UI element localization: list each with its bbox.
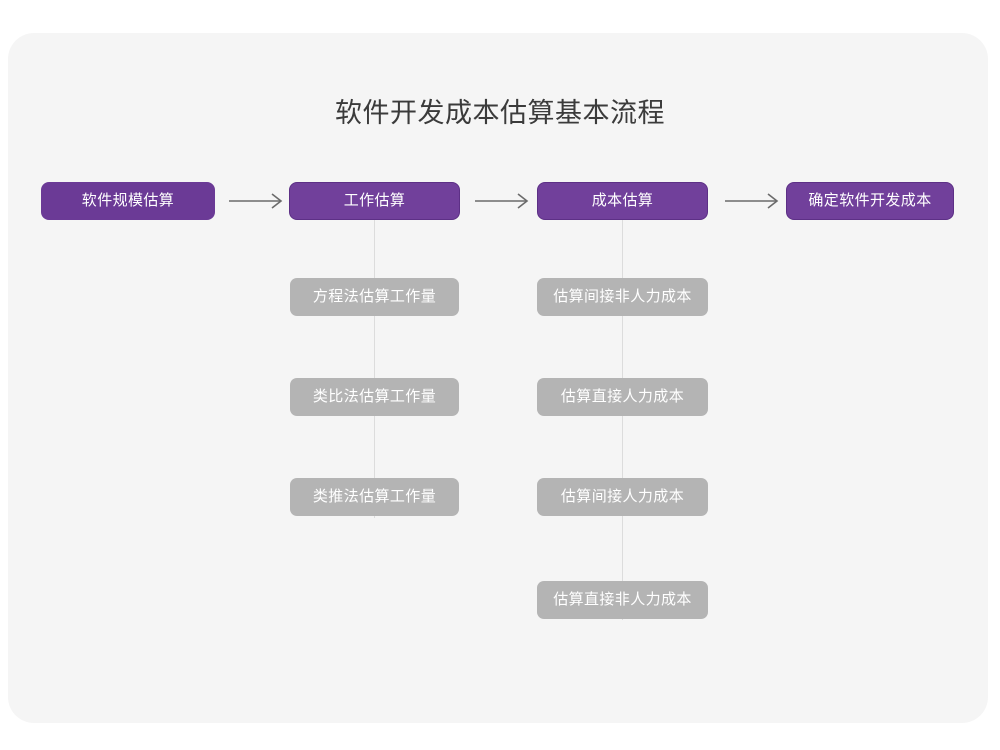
stage-node-software-scale-estimation[interactable]: 软件规模估算 [41, 182, 215, 220]
card-background [8, 33, 988, 723]
substep-node-analogy-method-effort[interactable]: 类比法估算工作量 [290, 378, 459, 416]
substep-node-label: 类推法估算工作量 [312, 488, 437, 505]
substep-node-indirect-nonlabor-cost[interactable]: 估算间接非人力成本 [537, 278, 708, 316]
substep-node-label: 估算直接非人力成本 [553, 591, 692, 608]
stage-node-cost-estimation[interactable]: 成本估算 [537, 182, 708, 220]
stage-node-effort-estimation[interactable]: 工作估算 [289, 182, 460, 220]
arrow-stage-3-to-4 [722, 189, 784, 213]
substep-node-direct-labor-cost[interactable]: 估算直接人力成本 [537, 378, 708, 416]
substep-node-label: 估算间接人力成本 [560, 488, 685, 505]
connector-line-stage-3 [622, 218, 623, 620]
substep-node-direct-nonlabor-cost[interactable]: 估算直接非人力成本 [537, 581, 708, 619]
stage-node-label: 成本估算 [591, 192, 654, 209]
connector-line-stage-2 [374, 218, 375, 518]
arrow-stage-1-to-2 [226, 189, 288, 213]
substep-node-label: 估算直接人力成本 [560, 388, 685, 405]
substep-node-indirect-labor-cost[interactable]: 估算间接人力成本 [537, 478, 708, 516]
page-title: 软件开发成本估算基本流程 [335, 98, 665, 128]
arrow-stage-2-to-3 [472, 189, 534, 213]
stage-node-determine-development-cost[interactable]: 确定软件开发成本 [786, 182, 954, 220]
substep-node-label: 类比法估算工作量 [312, 388, 437, 405]
substep-node-equation-method-effort[interactable]: 方程法估算工作量 [290, 278, 459, 316]
stage-node-label: 工作估算 [343, 192, 406, 209]
substep-node-inference-method-effort[interactable]: 类推法估算工作量 [290, 478, 459, 516]
substep-node-label: 方程法估算工作量 [312, 288, 437, 305]
stage-node-label: 确定软件开发成本 [808, 192, 932, 209]
substep-node-label: 估算间接非人力成本 [553, 288, 692, 305]
stage-node-label: 软件规模估算 [81, 192, 175, 209]
